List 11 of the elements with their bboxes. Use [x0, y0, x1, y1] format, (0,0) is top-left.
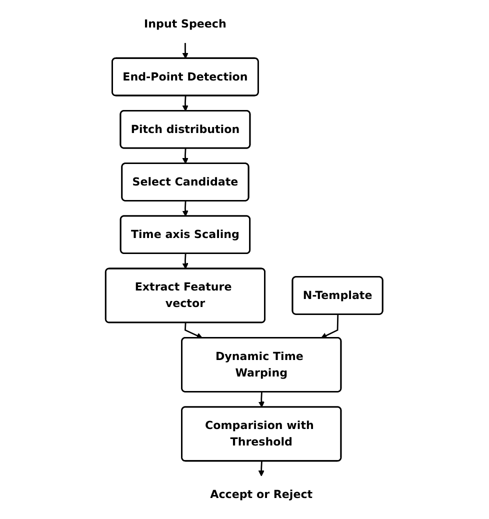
- node-text: Input Speech: [144, 17, 227, 30]
- arrow: [182, 96, 189, 112]
- arrow: [182, 42, 189, 59]
- arrow: [182, 148, 189, 164]
- arrow: [258, 461, 265, 476]
- node-text: Accept or Reject: [210, 488, 313, 502]
- arrow: [321, 314, 339, 338]
- arrow: [182, 254, 189, 270]
- arrow: [184, 322, 203, 338]
- arrow: [182, 201, 189, 217]
- arrow: [258, 392, 265, 408]
